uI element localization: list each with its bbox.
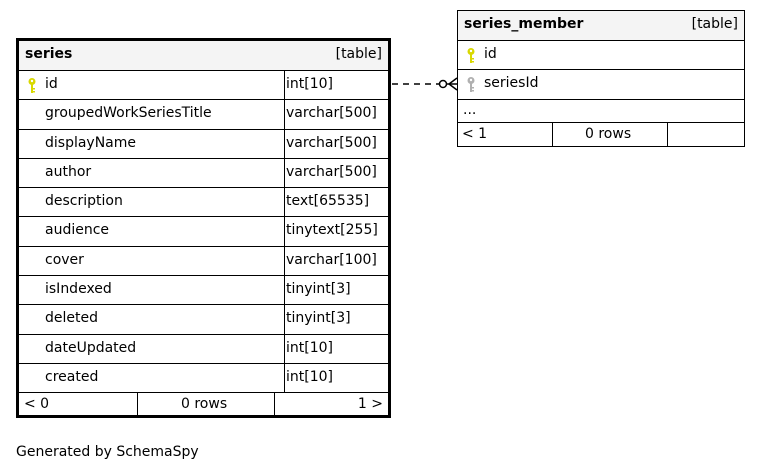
column-type: text[65535] [286,193,370,210]
column-row[interactable]: deleted tinyint[3] [19,305,388,335]
column-name: id [484,46,497,62]
table-name: series [25,46,73,62]
column-row[interactable]: dateUpdated int[10] [19,334,388,364]
children-count: 1 > [357,396,383,413]
crowfoot-marker [448,77,458,85]
row-count: 0 rows [181,396,228,413]
generator-credit: Generated by SchemaSpy [16,444,199,460]
column-row[interactable]: groupedWorkSeriesTitle varchar[500] [19,100,388,130]
column-row[interactable]: id [458,41,744,71]
column-name: groupedWorkSeriesTitle [45,105,212,122]
column-type: int[10] [286,76,333,92]
column-name: audience [45,222,110,239]
column-type: varchar[100] [286,251,377,268]
column-type: tinyint[3] [286,310,351,327]
column-name: cover [45,251,84,268]
column-row[interactable]: audience tinytext[255] [19,217,388,247]
column-name: deleted [45,310,98,327]
table-type-label: [table] [335,46,382,62]
column-name: description [45,193,123,210]
column-row[interactable]: description text[65535] [19,188,388,218]
table-footer: < 0 0 rows 1 > [19,393,388,418]
parents-count: < 0 [24,396,50,413]
table-header: series_member [table] [458,11,744,41]
column-row[interactable]: displayName varchar[500] [19,129,388,159]
column-type: tinytext[255] [286,222,378,239]
column-type: int[10] [286,339,333,356]
table-series[interactable]: series [table] id int[10] groupedWorkSerie… [16,38,391,418]
table-header: series [table] [19,41,388,71]
parents-count: < 1 [462,125,488,142]
column-name: id [45,76,58,92]
table-name: series_member [464,16,584,32]
column-row[interactable]: created int[10] [19,363,388,394]
column-name: dateUpdated [45,339,137,356]
more-columns-row: ... [458,100,744,123]
table-footer: < 1 0 rows [458,122,744,147]
column-row[interactable]: seriesId [458,70,744,100]
table-series-member[interactable]: series_member [table] id seriesId ... < 1… [457,10,745,147]
column-row[interactable]: cover varchar[100] [19,246,388,277]
column-name: isIndexed [45,281,112,298]
column-row[interactable]: isIndexed tinyint[3] [19,276,388,306]
column-name: seriesId [484,75,539,92]
column-type: varchar[500] [286,105,377,122]
column-row[interactable]: author varchar[500] [19,158,388,189]
column-type: tinyint[3] [286,281,351,298]
column-type: varchar[500] [286,163,377,180]
column-name: created [45,368,99,385]
column-name: displayName [45,134,137,151]
column-type: varchar[500] [286,134,377,151]
column-type: int[10] [286,368,333,385]
zero-cardinality-marker [438,79,448,89]
row-count: 0 rows [585,125,632,142]
more-columns-ellipsis: ... [463,101,477,118]
column-name: author [45,163,92,180]
table-type-label: [table] [691,16,738,32]
column-row[interactable]: id int[10] [19,71,388,101]
